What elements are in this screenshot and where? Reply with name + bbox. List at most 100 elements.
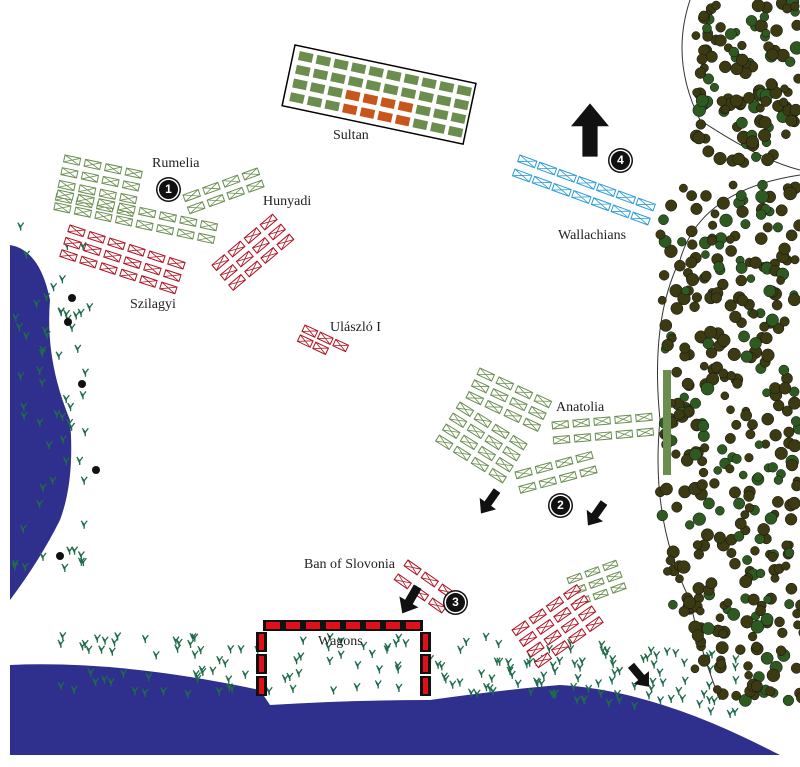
grass-icon — [548, 689, 556, 699]
tree-icon — [765, 313, 779, 327]
wagon-fill — [259, 656, 264, 672]
grass-icon — [68, 323, 76, 332]
tree-icon — [718, 628, 728, 639]
unit-cross — [511, 620, 530, 636]
ulaszlo-group — [296, 324, 350, 356]
grass-icon — [402, 638, 410, 648]
tree-icon — [713, 466, 722, 475]
grass-icon — [643, 653, 652, 662]
tree-icon — [700, 270, 712, 282]
arrow-shape — [479, 488, 501, 514]
tree-icon — [736, 53, 749, 67]
wagon-fill — [423, 678, 428, 694]
unit-cross — [512, 168, 532, 183]
unit — [312, 68, 329, 81]
unit — [309, 82, 326, 94]
sea-south — [10, 664, 780, 755]
tree-icon — [747, 419, 758, 431]
unit-cross — [122, 180, 140, 192]
grass-icon — [550, 690, 558, 699]
sultan-camp — [281, 44, 477, 145]
tree-icon — [792, 609, 800, 619]
label-ulaszlo: Ulászló I — [330, 320, 381, 335]
arrow-down-left-icon — [586, 500, 608, 526]
unit-cross — [485, 400, 503, 414]
grass-icon — [707, 706, 715, 716]
grass-icon — [289, 684, 297, 693]
grass-icon — [145, 672, 153, 682]
label-wallachians: Wallachians — [558, 228, 627, 243]
grass-icon — [86, 303, 94, 312]
grass-icon — [131, 686, 139, 696]
tree-icon — [750, 680, 763, 693]
label-ban-of-slovonia: Ban of Slovonia — [304, 557, 395, 572]
grass-icon — [209, 666, 217, 675]
wagon-fill — [306, 622, 320, 629]
grass-icon — [77, 557, 85, 566]
grass-icon — [486, 683, 494, 693]
tree-icon — [760, 332, 773, 345]
tree-icon — [697, 429, 710, 442]
marker-4: 4 — [611, 151, 630, 170]
grass-icon — [556, 656, 564, 665]
tree-icon — [763, 595, 773, 604]
tree-icon — [747, 593, 760, 606]
unit-cross — [544, 629, 562, 646]
tree-icon — [745, 429, 756, 440]
unit-cross — [517, 154, 537, 169]
tree-icon — [691, 629, 704, 642]
southeast-ottoman-group — [566, 559, 627, 607]
tree-icon — [710, 209, 720, 219]
tree-icon — [710, 292, 722, 304]
unit — [412, 118, 429, 131]
tree-icon — [700, 381, 715, 396]
tree-icon — [660, 482, 673, 496]
grass-icon — [495, 639, 503, 649]
tree-icon — [729, 558, 741, 570]
tree-icon — [770, 573, 780, 583]
tree-icon — [790, 416, 800, 427]
grass-icon — [394, 661, 402, 670]
grass-icon — [488, 674, 496, 683]
tree-icon — [744, 503, 755, 513]
grass-icon — [551, 666, 559, 676]
rock-icon — [56, 552, 64, 560]
unit-cross — [159, 211, 177, 223]
tree-icon — [754, 440, 764, 449]
tree-icon — [716, 658, 727, 669]
unit-cross — [403, 559, 422, 576]
grass-icon — [659, 678, 667, 687]
grass-icon — [383, 645, 391, 654]
tree-icon — [784, 513, 798, 526]
unit-cross — [539, 476, 557, 489]
grass-icon — [297, 652, 305, 661]
grass-icon — [434, 660, 442, 669]
tree-icon — [784, 599, 795, 610]
grass-icon — [74, 344, 82, 353]
unit-cross — [125, 167, 143, 179]
tree-icon — [720, 391, 730, 401]
unit — [447, 125, 464, 138]
tree-icon — [686, 190, 698, 202]
unit-cross — [519, 631, 537, 647]
grass-icon — [675, 686, 683, 696]
unit-cross — [246, 179, 265, 193]
tree-icon — [754, 232, 768, 245]
tree-icon — [697, 420, 710, 432]
tree-icon — [708, 220, 718, 230]
grass-icon — [574, 673, 582, 683]
grass-icon — [438, 662, 446, 671]
grass-icon — [489, 686, 497, 696]
tree-icon — [731, 690, 742, 701]
unit-cross — [474, 412, 492, 428]
tree-icon — [655, 229, 666, 240]
tree-icon — [701, 622, 715, 635]
grass-icon — [199, 667, 207, 677]
unit-cross — [60, 167, 79, 179]
grass-icon — [326, 632, 334, 642]
unit-cross — [528, 406, 547, 420]
grass-icon — [265, 686, 273, 696]
unit — [453, 98, 470, 111]
wagon-fill — [386, 622, 400, 629]
